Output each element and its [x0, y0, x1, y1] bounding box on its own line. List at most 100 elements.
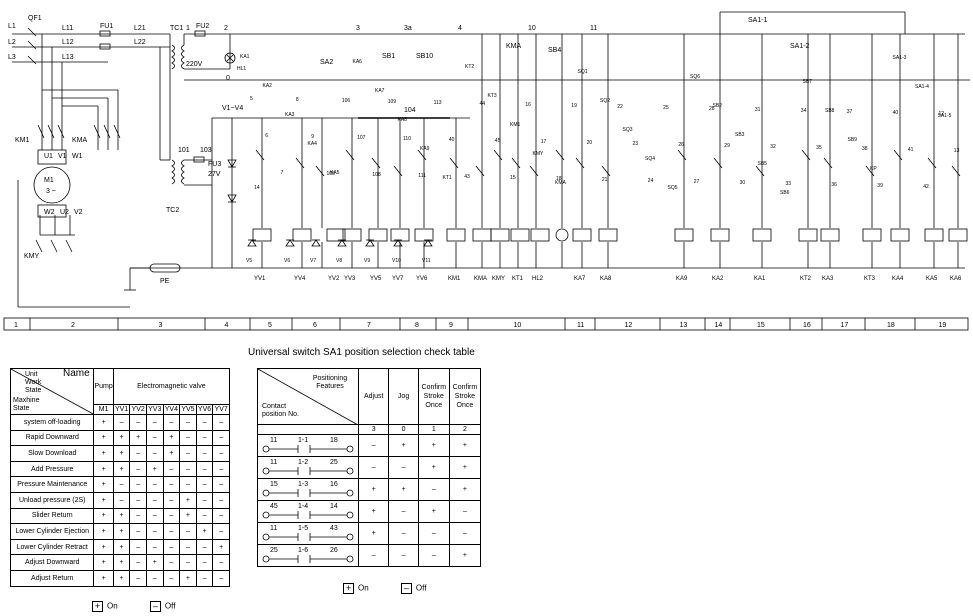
svg-text:V1: V1 [58, 153, 67, 160]
svg-text:L3: L3 [8, 54, 16, 61]
cell-state: – [448, 522, 482, 545]
sa1-header-adjust: Adjust [357, 368, 390, 425]
svg-text:1: 1 [186, 25, 190, 32]
cell-state: – [388, 456, 419, 479]
svg-text:FU3: FU3 [208, 161, 221, 168]
column-number: 13 [680, 322, 688, 329]
column-number: 6 [313, 322, 317, 329]
column-number: 2 [71, 322, 75, 329]
wire-number: 22 [617, 104, 623, 110]
motor-m1: M1 3 ~ [33, 149, 71, 218]
cell-state: + [93, 491, 114, 509]
wire-number: 105 [327, 171, 336, 177]
working-state-table: Unit Work State Name Maxhine State Pump … [9, 368, 231, 587]
pe-terminal: PE [124, 263, 181, 291]
contact-label: SQ4 [645, 156, 655, 162]
cell-state: – [212, 554, 230, 571]
wire-number: 44 [480, 101, 486, 107]
contact-label: KA6 [353, 59, 363, 65]
cell-state: – [145, 429, 164, 447]
cell-state: – [129, 445, 147, 462]
contact-symbol: 15 1-3 16 [257, 478, 359, 501]
cell-state: – [129, 538, 147, 556]
sa1-position-table: Positioning Features Contact position No… [257, 368, 482, 567]
pe-label: PE [160, 278, 170, 285]
coil-label: YV2 [328, 276, 340, 282]
wire-labels: L1 L2 L3 QF1 L11 L12 L13 FU1 L21 L22 TC1… [8, 15, 810, 260]
contact-label: SQ3 [623, 127, 633, 133]
svg-text:TC1: TC1 [170, 25, 183, 32]
wire-number: 26 [678, 142, 684, 148]
contact-label: KA4 [308, 141, 318, 147]
svg-text:W1: W1 [72, 153, 83, 160]
coil-label: KA6 [950, 276, 962, 282]
coil-label: KT1 [512, 276, 524, 282]
cell-state: – [388, 544, 419, 567]
cell-state: – [179, 523, 197, 540]
svg-text:220V: 220V [186, 61, 203, 68]
coil-label: KA1 [754, 276, 766, 282]
cell-state: – [212, 429, 230, 447]
column-number: 1 [14, 322, 18, 329]
wire-number: 24 [648, 178, 654, 184]
svg-text:11: 11 [590, 25, 597, 32]
sa1-header-confirm-2: Confirm Stroke Once [448, 368, 482, 425]
row-name: Slider Return [9, 507, 95, 525]
svg-text:SB1: SB1 [382, 53, 395, 60]
cell-state: – [179, 476, 197, 493]
cell-state: – [162, 554, 181, 571]
cell-state: – [195, 476, 214, 493]
cell-state: + [179, 569, 197, 587]
contact-label: SQ6 [690, 74, 700, 80]
wire-number: 110 [403, 136, 411, 142]
cell-state: – [129, 476, 147, 493]
table-row: Slow Download++––+––– [9, 445, 230, 462]
wire-number: 23 [633, 141, 639, 147]
table-row: Pressure Maintenance+––––––– [9, 476, 230, 493]
wire-number: 16 [525, 102, 531, 108]
wire-number: 109 [388, 99, 397, 105]
cell-state: – [212, 569, 230, 587]
contact-label: KA7 [375, 88, 385, 94]
cell-state: – [162, 507, 181, 525]
cell-state: – [145, 523, 164, 540]
cell-state: – [212, 491, 230, 509]
cell-state: – [112, 476, 131, 493]
sub-header: YV5 [179, 404, 197, 415]
cell-state: – [195, 414, 214, 431]
cell-state: + [448, 478, 482, 501]
cell-state: – [212, 507, 230, 525]
cell-state: + [112, 445, 131, 462]
coil-ka5 [924, 228, 944, 242]
cell-state: + [93, 445, 114, 462]
contact-label: SQ5 [668, 185, 678, 191]
wire-number: 15 [510, 175, 516, 181]
column-number: 15 [757, 322, 765, 329]
table-row: 15 1-3 16++–+ [257, 478, 482, 501]
valve-header: Electromagnetic valve [112, 368, 231, 405]
wire-number: 111 [418, 173, 426, 179]
cell-state: – [195, 554, 214, 571]
cell-state: – [179, 445, 197, 462]
svg-text:V2: V2 [74, 209, 83, 216]
contact-label: SB3 [735, 132, 745, 138]
wire-number: 17 [541, 139, 547, 145]
plus-box-icon: + [343, 583, 354, 594]
coil-ka3 [820, 228, 840, 242]
sub-header: YV4 [162, 404, 181, 415]
row-name: Lower Cylinder Ejection [9, 523, 95, 540]
pump-header: Pump [93, 368, 114, 405]
legend-left: +On –Off [92, 601, 175, 612]
row-name: Unload pressure (2S) [9, 491, 95, 509]
contact-label: SA1-3 [893, 55, 907, 61]
coil-yv4 [292, 228, 312, 242]
table-row: Adjust Return++–––+–– [9, 569, 230, 587]
coil-ka2 [710, 228, 730, 242]
wire-number: 12 [939, 111, 945, 117]
svg-text:L2: L2 [8, 39, 16, 46]
table-corner: Unit Work State Name Maxhine State [9, 368, 95, 415]
cell-state: + [112, 538, 131, 556]
wire-number: 113 [434, 100, 442, 106]
cell-state: – [179, 538, 197, 556]
column-number: 7 [367, 322, 371, 329]
